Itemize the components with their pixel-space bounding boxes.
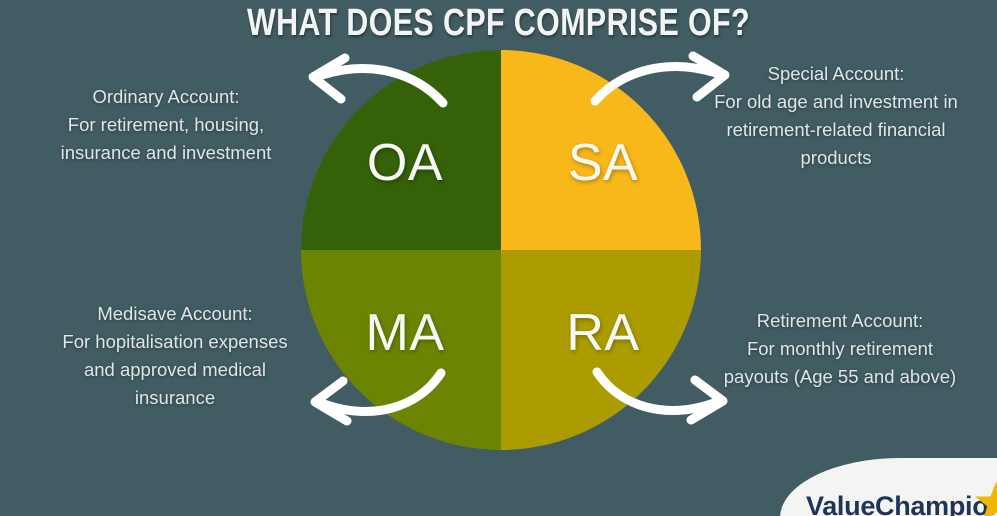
caption-ordinary-account-line1: For retirement, housing, — [67, 114, 265, 135]
caption-medisave-account: Medisave Account: For hopitalisation exp… — [35, 300, 315, 412]
caption-special-account-line3: products — [800, 147, 872, 168]
valuechampion-logo[interactable]: ValueChampion — [780, 458, 997, 516]
caption-ordinary-account: Ordinary Account: For retirement, housin… — [35, 83, 297, 167]
caption-special-account: Special Account: For old age and investm… — [696, 60, 976, 172]
caption-medisave-account-heading: Medisave Account: — [97, 303, 253, 324]
cpf-pie-chart — [301, 50, 701, 450]
caption-medisave-account-line3: insurance — [134, 387, 216, 408]
caption-special-account-line2: retirement-related financial — [726, 119, 946, 140]
caption-medisave-account-line2: and approved medical — [83, 359, 267, 380]
pie-label-sa: SA — [567, 134, 639, 192]
caption-medisave-account-line1: For hopitalisation expenses — [62, 331, 288, 352]
star-icon — [974, 481, 997, 516]
logo-text: ValueChampion — [806, 491, 997, 516]
caption-special-account-line1: For old age and investment in — [714, 91, 958, 112]
pie-slice-ra[interactable] — [501, 250, 701, 450]
caption-retirement-account-heading: Retirement Account: — [756, 310, 924, 331]
caption-special-account-heading: Special Account: — [767, 63, 905, 84]
pie-label-oa: OA — [366, 134, 444, 192]
caption-retirement-account-line2: payouts (Age 55 and above) — [723, 366, 957, 387]
caption-ordinary-account-line2: insurance and investment — [60, 142, 272, 163]
caption-retirement-account: Retirement Account: For monthly retireme… — [700, 307, 980, 391]
caption-retirement-account-line1: For monthly retirement — [746, 338, 934, 359]
pie-label-ma: MA — [365, 304, 445, 362]
caption-ordinary-account-heading: Ordinary Account: — [92, 86, 240, 107]
pie-label-ra: RA — [566, 304, 640, 362]
page-title: WHAT DOES CPF COMPRISE OF? — [246, 2, 750, 44]
